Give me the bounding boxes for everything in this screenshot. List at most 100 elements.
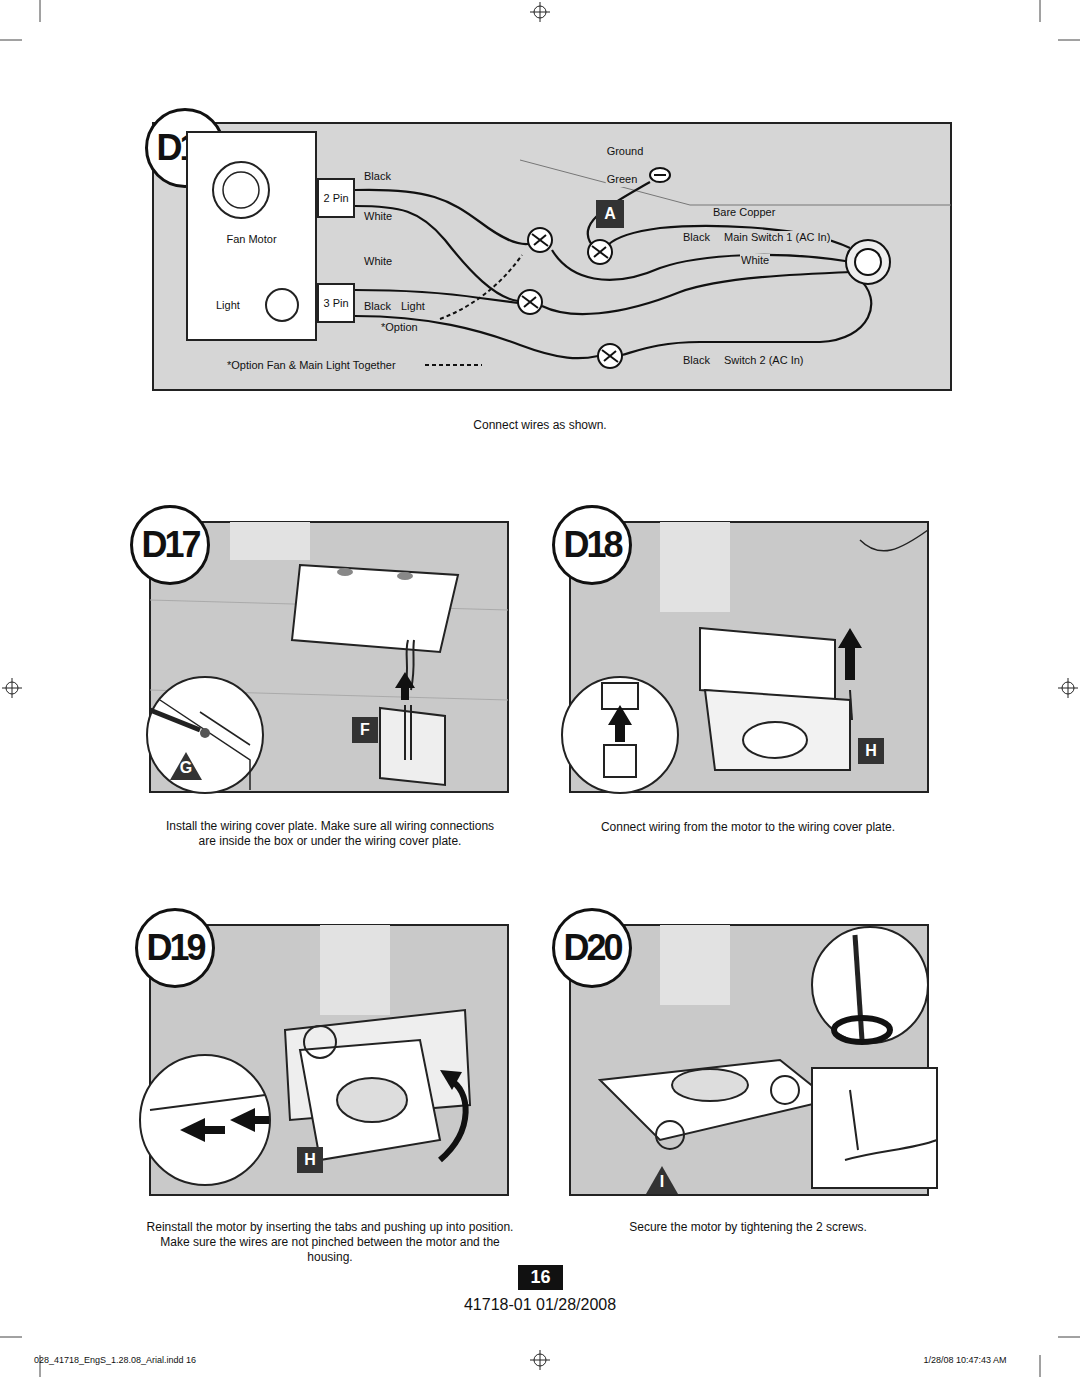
detail-inset — [147, 677, 263, 793]
wire-label: Black — [363, 300, 392, 314]
callout-letter: I — [646, 1166, 678, 1194]
callout-letter: H — [858, 738, 884, 764]
tab-arrows — [180, 1108, 269, 1142]
option-key-line — [425, 364, 482, 366]
page-number: 16 — [518, 1265, 563, 1290]
callout-letter: G — [170, 752, 202, 780]
ground-screw — [650, 168, 670, 182]
rotate-arrow — [834, 1018, 890, 1042]
wires — [850, 690, 852, 720]
step-badge: D19 — [135, 908, 215, 988]
blower — [743, 722, 807, 758]
file-name: 028_41718_EngS_1.28.08_Arial.indd 16 — [34, 1355, 196, 1366]
node-text: G — [180, 759, 192, 777]
node-text: H — [865, 742, 877, 760]
callout-letter: A — [596, 200, 624, 228]
wires — [405, 705, 411, 760]
duct — [660, 925, 730, 1005]
wire-label: Switch 2 (AC In) — [723, 354, 804, 368]
motor-plate — [705, 690, 850, 770]
node-text: D20 — [563, 928, 620, 968]
wire-label: Main Switch 1 (AC In) — [723, 231, 831, 245]
connector-box: 2 Pin — [317, 178, 355, 218]
option-note: *Option Fan & Main Light Together — [226, 359, 397, 373]
housing — [292, 565, 458, 652]
wire-label: Black — [682, 231, 711, 245]
arrow — [608, 705, 632, 742]
wire-label: Bare Copper — [712, 206, 776, 220]
wire-label: Light — [400, 300, 426, 314]
step-caption: Connect wires as shown. — [473, 418, 606, 433]
detail-inset — [140, 1055, 270, 1185]
step-caption: Connect wiring from the motor to the wir… — [601, 820, 895, 835]
wire-label: Black — [363, 170, 392, 184]
node-text: D19 — [146, 928, 203, 968]
wire-label: Ground — [606, 145, 645, 159]
tab — [337, 568, 353, 576]
blower — [672, 1069, 748, 1101]
wire-label: White — [363, 255, 393, 269]
detail-marker — [771, 1076, 799, 1104]
step-caption: Secure the motor by tightening the 2 scr… — [629, 1220, 866, 1235]
connector-box: 3 Pin — [317, 283, 355, 323]
node-text: F — [360, 721, 370, 739]
step-badge: D20 — [552, 908, 632, 988]
wire-label: Black — [682, 354, 711, 368]
detail-inset — [812, 927, 928, 1043]
wire-nuts — [518, 228, 622, 368]
step-badge: D18 — [552, 505, 632, 585]
callout-letter: F — [352, 717, 378, 743]
node-text: Light — [216, 299, 240, 311]
duct — [320, 925, 390, 1015]
screwdriver — [855, 935, 862, 1040]
node-text: D17 — [141, 525, 198, 565]
node-text: A — [604, 205, 616, 223]
detail-inset — [812, 1068, 937, 1188]
detail-marker — [656, 1121, 684, 1149]
plug — [604, 745, 636, 777]
document-number: 41718-01 01/28/2008 — [464, 1295, 616, 1315]
node-text: 2 Pin — [323, 192, 348, 204]
arrow — [395, 672, 415, 700]
print-timestamp: 1/28/08 10:47:43 AM — [923, 1355, 1006, 1366]
wire-label: White — [363, 210, 393, 224]
wire-label: Green — [606, 173, 639, 187]
node-text: 16 — [530, 1268, 550, 1288]
option-label: *Option — [380, 321, 419, 335]
blower-wheel — [337, 1078, 407, 1122]
cable — [860, 530, 928, 551]
callout-letter: H — [297, 1147, 323, 1173]
arrow-head — [440, 1070, 462, 1090]
step-caption: Reinstall the motor by inserting the tab… — [145, 1220, 515, 1265]
housing-bottom — [600, 1060, 830, 1140]
ceiling-line — [520, 160, 951, 205]
screw-detail — [845, 1090, 937, 1160]
detail-lines — [160, 700, 250, 790]
node-text: Fan Motor — [188, 233, 315, 245]
cover-plate — [380, 708, 445, 785]
step-badge: D17 — [130, 505, 210, 585]
screw — [200, 728, 210, 738]
panel — [153, 123, 951, 390]
detail-lines — [150, 1095, 265, 1110]
junction-box — [846, 240, 890, 284]
step-caption: Install the wiring cover plate. Make sur… — [165, 819, 495, 849]
node-text: I — [660, 1173, 664, 1191]
housing — [700, 628, 835, 700]
detail-marker — [304, 1026, 336, 1058]
tab — [397, 572, 413, 580]
wires — [355, 182, 871, 358]
arrow — [838, 628, 862, 680]
node-text: H — [304, 1151, 316, 1169]
rotate-arrow — [440, 1080, 466, 1160]
node-text: 3 Pin — [323, 297, 348, 309]
duct — [660, 522, 730, 612]
screwdriver — [150, 710, 200, 730]
wire-label: White — [740, 254, 770, 268]
duct — [230, 522, 310, 560]
fan-motor-box: Fan MotorLight — [186, 131, 317, 341]
detail-inset — [562, 677, 678, 793]
option-wire — [440, 255, 522, 319]
